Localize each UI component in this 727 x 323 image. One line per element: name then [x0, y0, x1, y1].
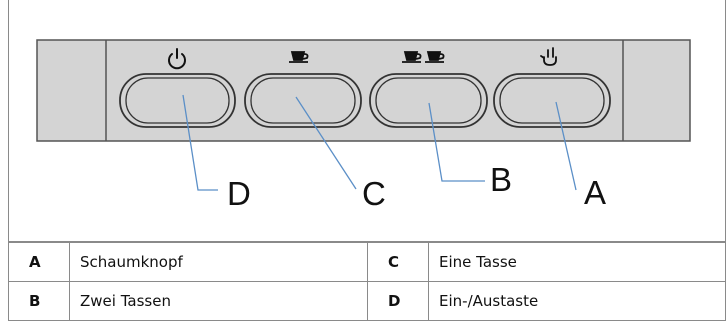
- legend-table: A Schaumknopf C Eine Tasse B Zwei Tassen…: [8, 242, 726, 321]
- leader-line-d: [182, 94, 218, 191]
- single-cup-icon: [289, 51, 309, 63]
- legend-description: Eine Tasse: [428, 242, 726, 282]
- steam-icon: [540, 47, 557, 66]
- power-icon: [168, 48, 186, 70]
- control-panel-diagram: [36, 39, 691, 191]
- steam-button: [493, 73, 611, 128]
- legend-key: A: [8, 242, 70, 282]
- callout-c: C: [362, 175, 386, 212]
- double-cup-icon: [402, 51, 445, 63]
- legend-row: B Zwei Tassen D Ein-/Austaste: [8, 281, 726, 321]
- legend-key: B: [8, 281, 70, 321]
- single-cup-button: [244, 73, 362, 128]
- leader-line-b: [428, 102, 485, 182]
- legend-description: Ein-/Austaste: [428, 281, 726, 321]
- legend-row: A Schaumknopf C Eine Tasse: [8, 242, 726, 282]
- power-button: [119, 73, 236, 128]
- legend-key: D: [367, 281, 429, 321]
- callout-b: B: [490, 161, 513, 198]
- legend-description: Zwei Tassen: [69, 281, 368, 321]
- legend-description: Schaumknopf: [69, 242, 368, 282]
- callout-a: A: [584, 174, 607, 211]
- diagram-cell: [8, 0, 726, 242]
- callout-d: D: [227, 175, 251, 212]
- double-cup-button: [369, 73, 488, 128]
- leader-line-a: [555, 101, 577, 191]
- leader-line-c: [295, 96, 357, 190]
- legend-key: C: [367, 242, 429, 282]
